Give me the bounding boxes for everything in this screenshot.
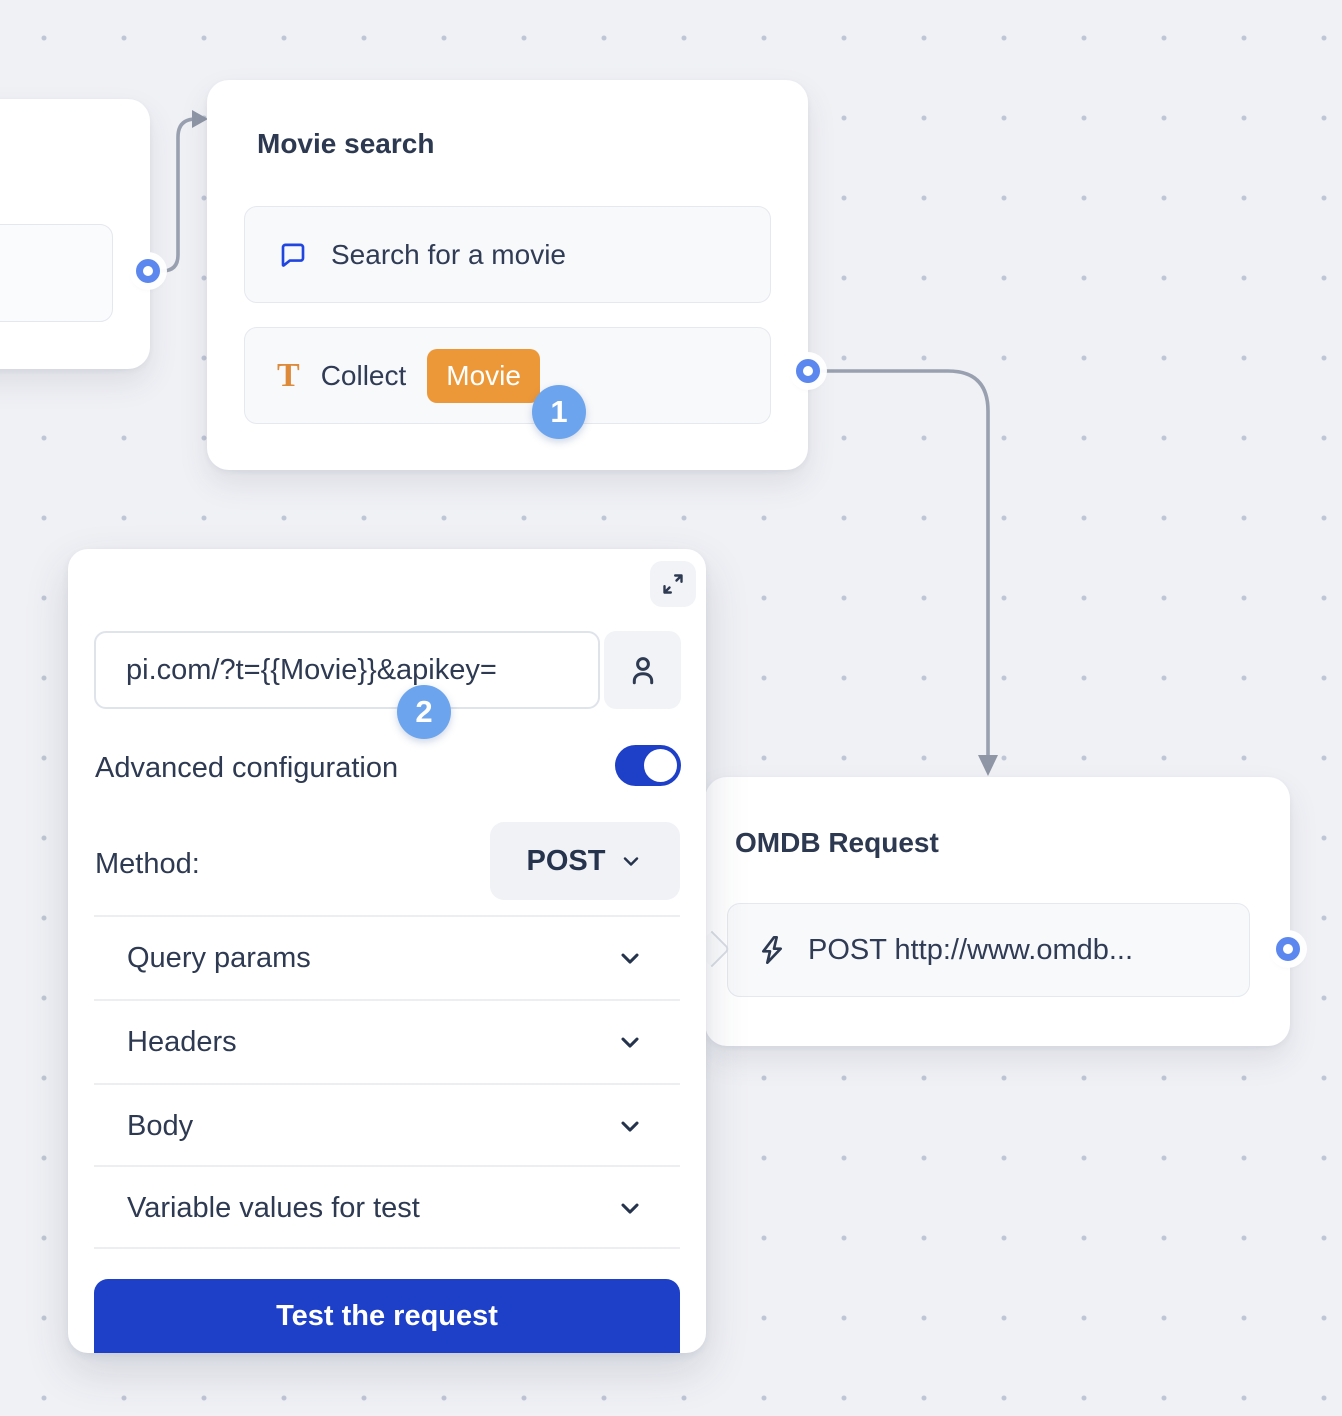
output-port[interactable] [136, 259, 160, 283]
divider [94, 999, 680, 1001]
chevron-down-icon [616, 1112, 644, 1140]
variable-insert-button[interactable] [604, 631, 681, 709]
test-request-button[interactable]: Test the request [94, 1279, 680, 1353]
node-title: OMDB Request [735, 827, 939, 858]
edge-arrowhead-right [192, 110, 208, 128]
variable-badge[interactable]: Movie [427, 348, 540, 403]
section-body[interactable]: Body [94, 1085, 680, 1167]
message-block-row[interactable]: Search for a movie [244, 206, 771, 303]
toggle-knob [644, 749, 677, 782]
movie-search-node[interactable]: Movie search Search for a movie T Collec… [207, 80, 808, 470]
advanced-configuration-toggle[interactable] [615, 745, 681, 786]
section-headers[interactable]: Headers [94, 1001, 680, 1083]
advanced-configuration-label: Advanced configuration [95, 752, 399, 784]
edge-left-to-movie-search [151, 117, 198, 273]
method-dropdown[interactable]: POST [490, 822, 680, 900]
expand-button[interactable] [650, 561, 696, 607]
step-badge-1: 1 [532, 385, 586, 439]
chevron-down-icon [616, 1194, 644, 1222]
chevron-down-icon [616, 1028, 644, 1056]
section-label: Query params [127, 941, 311, 974]
section-label: Variable values for test [127, 1191, 420, 1224]
section-variable-values[interactable]: Variable values for test [94, 1167, 680, 1249]
section-query-params[interactable]: Query params [94, 917, 680, 999]
webhook-config-panel[interactable]: Advanced configuration Method: POST Quer… [68, 549, 706, 1353]
section-label: Body [127, 1109, 194, 1142]
output-port[interactable] [796, 359, 820, 383]
divider [94, 1083, 680, 1085]
output-port[interactable] [1276, 937, 1300, 961]
chat-bubble-icon [277, 239, 309, 271]
person-icon [625, 652, 661, 688]
chevron-down-icon [616, 944, 644, 972]
partial-left-node-row[interactable] [0, 224, 113, 322]
node-title: Movie search [257, 128, 435, 159]
expand-icon [658, 569, 688, 599]
omdb-request-node[interactable]: OMDB Request POST http://www.omdb... [693, 777, 1290, 1046]
partial-left-node[interactable] [0, 99, 150, 369]
step-badge-2: 2 [397, 685, 451, 739]
text-icon: T [277, 356, 300, 394]
divider [94, 1165, 680, 1167]
lightning-icon [756, 934, 788, 966]
method-value: POST [526, 844, 606, 877]
chevron-down-icon [619, 849, 643, 873]
message-block-label: Search for a movie [331, 238, 566, 270]
edge-arrowhead-down [978, 755, 998, 776]
collect-block-row[interactable]: T Collect Movie [244, 327, 771, 424]
section-label: Headers [127, 1025, 237, 1058]
webhook-block-row[interactable]: POST http://www.omdb... [727, 903, 1250, 997]
collect-block-label: Collect [320, 359, 407, 391]
url-input[interactable] [94, 631, 600, 709]
webhook-block-label: POST http://www.omdb... [808, 933, 1134, 966]
divider [94, 915, 680, 917]
divider [94, 1247, 680, 1249]
edge-movie-search-to-omdb [810, 369, 990, 758]
method-label: Method: [95, 848, 200, 880]
